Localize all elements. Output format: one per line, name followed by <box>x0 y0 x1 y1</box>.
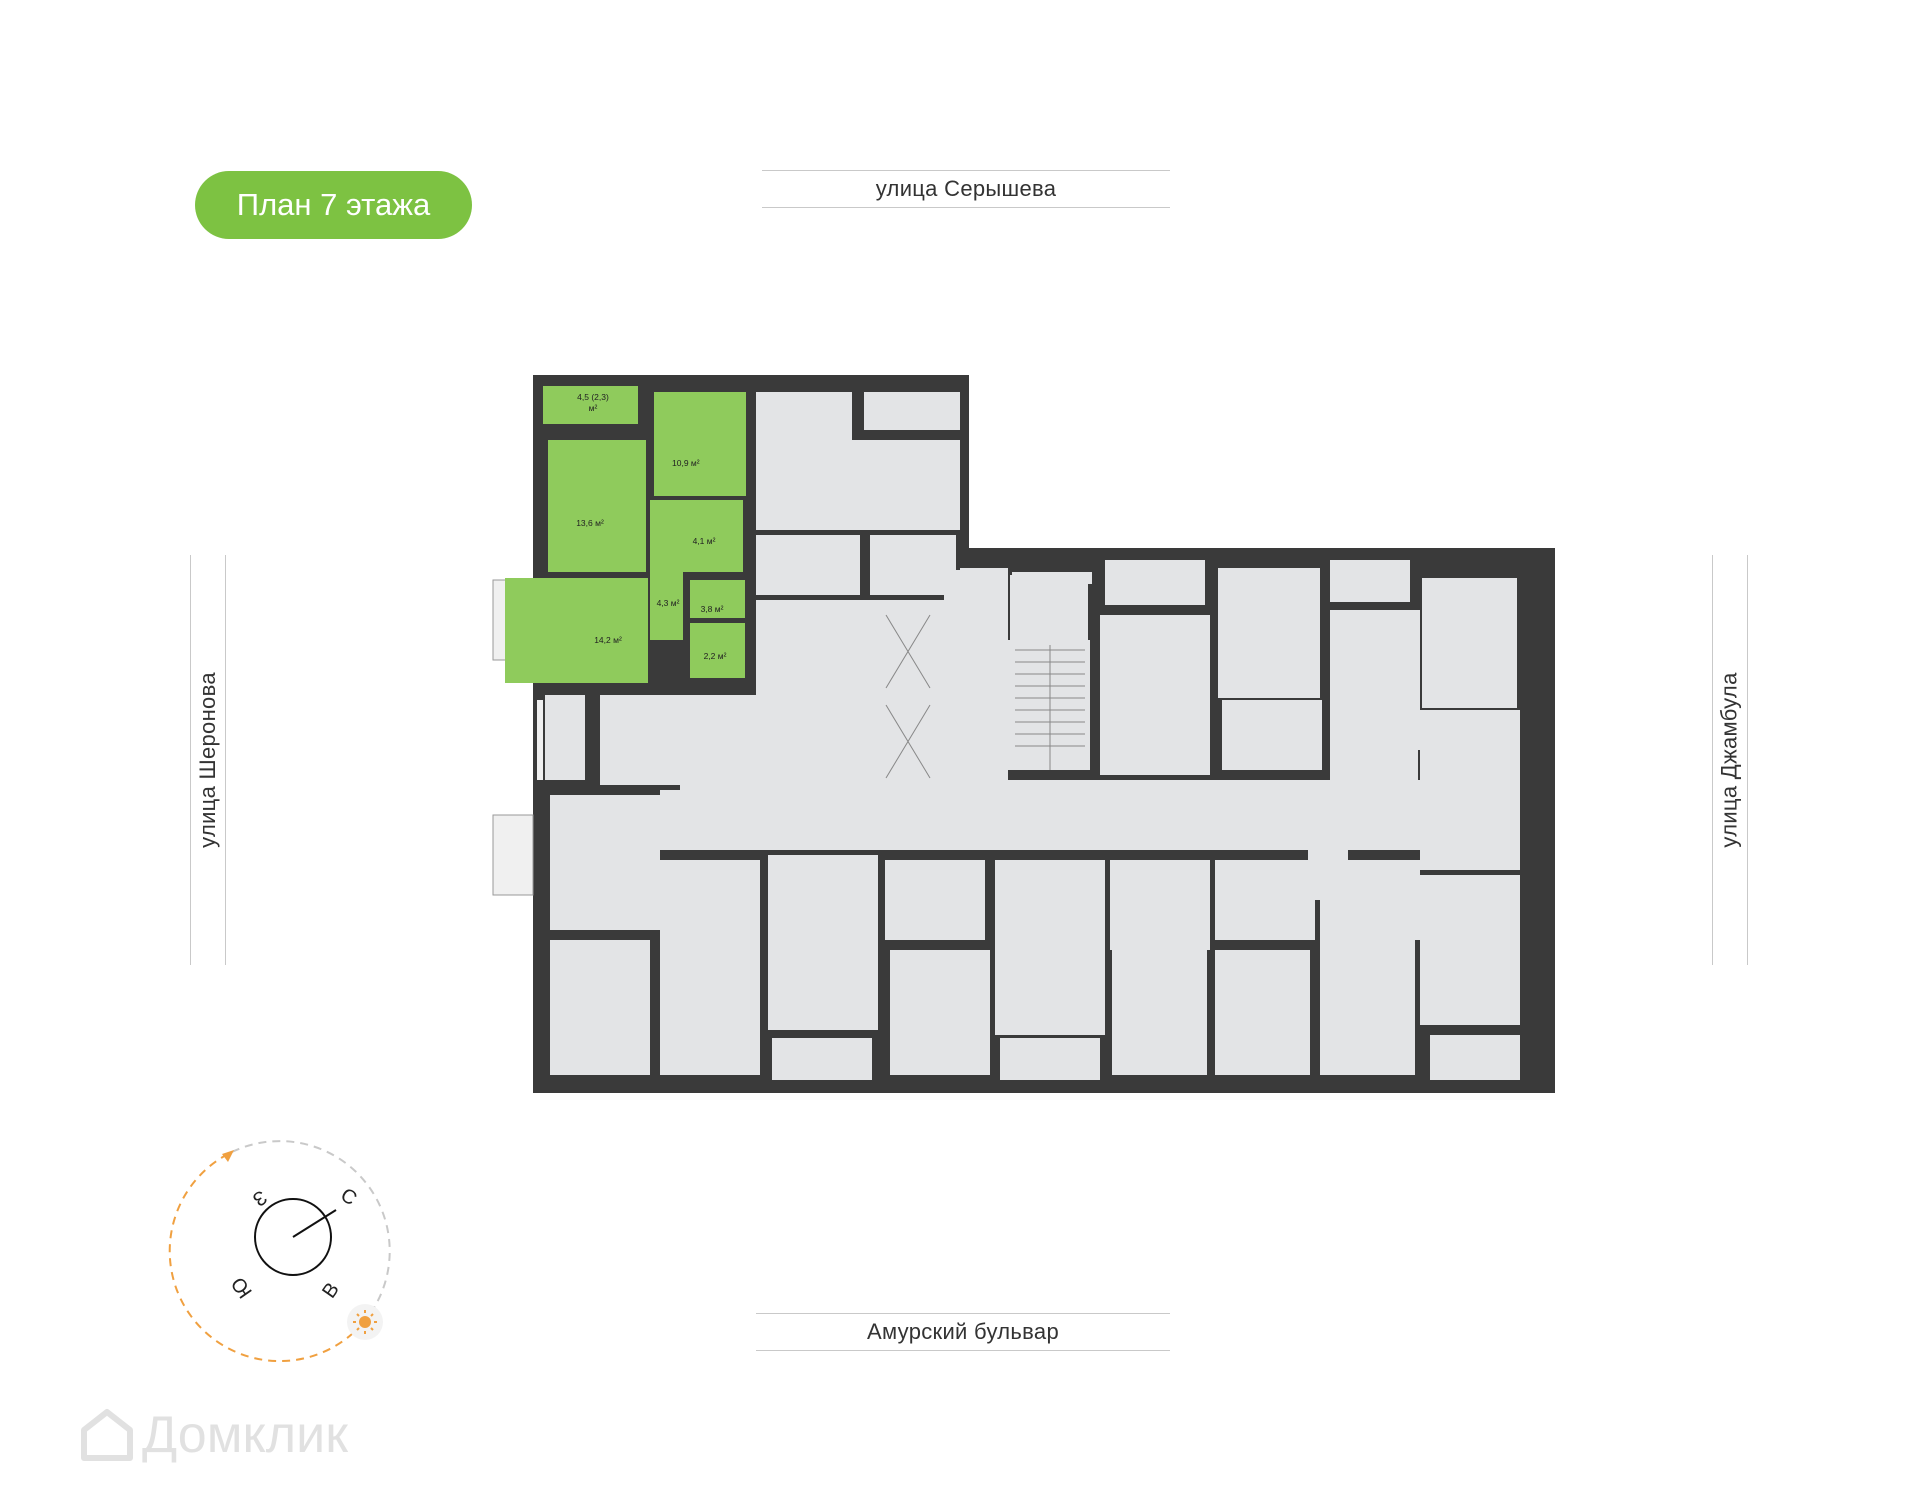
label-hall: 4,3 м² <box>657 598 680 608</box>
street-south: Амурский бульвар <box>756 1313 1170 1351</box>
street-north: улица Серышева <box>762 170 1170 208</box>
label-wc: 3,8 м² <box>701 604 724 614</box>
label-room-2: 13,6 м² <box>576 518 604 528</box>
label-storage: 2,2 м² <box>704 651 727 661</box>
label-room-1: 10,9 м² <box>672 458 700 468</box>
compass-south: Ю <box>227 1273 257 1302</box>
street-south-label: Амурский бульвар <box>867 1319 1059 1344</box>
compass-arrow-icon <box>222 1150 234 1162</box>
street-north-label: улица Серышева <box>875 176 1057 201</box>
label-balcony-unit: м² <box>589 403 598 413</box>
room-balcony[interactable] <box>543 386 638 424</box>
room-bath[interactable] <box>683 500 743 572</box>
house-logo-icon <box>81 1409 133 1461</box>
compass: С В Ю З <box>168 1140 391 1363</box>
label-kitchen: 14,2 м² <box>594 635 622 645</box>
room-hall[interactable] <box>650 500 683 640</box>
room-kitchen[interactable] <box>505 578 648 683</box>
area-labels: 4,5 (2,3) м² 10,9 м² 13,6 м² 4,1 м² 4,3 … <box>576 392 726 661</box>
sun-icon <box>347 1304 383 1340</box>
highlighted-apartment[interactable] <box>505 386 746 683</box>
compass-arc-orange <box>168 1153 353 1363</box>
watermark-text: Домклик <box>142 1406 348 1464</box>
compass-circle <box>254 1198 332 1276</box>
floor-badge: План 7 этажа <box>195 171 472 239</box>
watermark: Домклик <box>80 1400 420 1470</box>
compass-north: С <box>336 1184 360 1210</box>
rooms <box>492 392 1520 1080</box>
room-wc[interactable] <box>690 580 745 618</box>
room-2[interactable] <box>548 440 646 572</box>
compass-east: В <box>318 1279 344 1303</box>
compass-arc-gray <box>227 1140 391 1335</box>
street-west: улица Шеронова <box>190 555 226 965</box>
label-bath: 4,1 м² <box>693 536 716 546</box>
stair-lines <box>885 614 1085 779</box>
label-balcony: 4,5 (2,3) <box>577 392 609 402</box>
room-storage[interactable] <box>690 623 745 678</box>
compass-needle <box>292 1209 337 1238</box>
street-east: улица Джамбула <box>1712 555 1748 965</box>
compass-west: З <box>248 1185 271 1210</box>
room-1[interactable] <box>654 392 746 496</box>
